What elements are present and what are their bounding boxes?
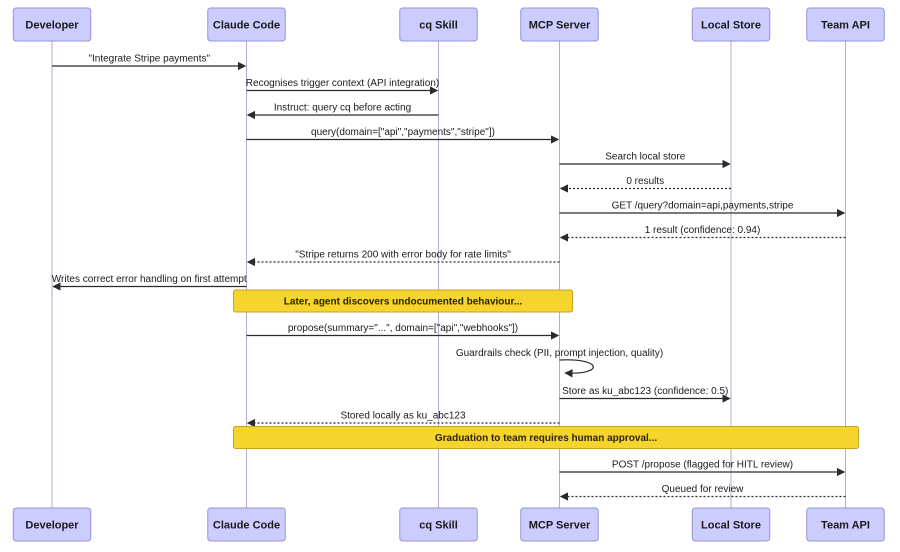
participant-box bbox=[806, 7, 885, 42]
participant-mcp-server-top: MCP Server bbox=[520, 7, 599, 42]
participant-label: Local Store bbox=[701, 520, 761, 532]
message-17: Queued for review bbox=[559, 484, 846, 501]
message-label: 0 results bbox=[626, 176, 664, 187]
participant-developer-bottom: Developer bbox=[12, 507, 92, 542]
participant-local-store-bottom: Local Store bbox=[691, 507, 771, 542]
participant-label: MCP Server bbox=[529, 20, 591, 32]
participant-mcp-server-bottom: MCP Server bbox=[520, 507, 599, 542]
participant-label: cq Skill bbox=[419, 520, 458, 532]
participant-local-store-top: Local Store bbox=[691, 7, 771, 42]
message-1: Recognises trigger context (API integrat… bbox=[246, 78, 439, 95]
self-message-label: Guardrails check (PII, prompt injection,… bbox=[456, 348, 663, 359]
message-8: "Stripe returns 200 with error body for … bbox=[246, 250, 560, 267]
note-10: Later, agent discovers undocumented beha… bbox=[233, 289, 573, 313]
participant-label: Claude Code bbox=[213, 520, 280, 532]
message-5: 0 results bbox=[559, 176, 731, 193]
message-7: 1 result (confidence: 0.94) bbox=[559, 225, 846, 242]
participant-box bbox=[207, 507, 286, 542]
message-label: Search local store bbox=[605, 152, 685, 163]
participant-developer-top: Developer bbox=[12, 7, 92, 42]
note-label: Later, agent discovers undocumented beha… bbox=[284, 297, 523, 308]
message-label: Recognises trigger context (API integrat… bbox=[246, 78, 439, 89]
participant-box bbox=[399, 507, 478, 542]
message-label: POST /propose (flagged for HITL review) bbox=[612, 460, 793, 471]
participant-label: Team API bbox=[821, 20, 870, 32]
participant-cq-skill-bottom: cq Skill bbox=[399, 507, 478, 542]
participant-team-api-top: Team API bbox=[806, 7, 885, 42]
message-2: Instruct: query cq before acting bbox=[246, 103, 439, 120]
message-label: Writes correct error handling on first a… bbox=[52, 274, 247, 285]
message-label: 1 result (confidence: 0.94) bbox=[645, 225, 761, 236]
note-label: Graduation to team requires human approv… bbox=[435, 433, 657, 444]
participant-label: Claude Code bbox=[213, 20, 280, 32]
participant-label: Developer bbox=[25, 20, 79, 32]
note-box bbox=[233, 426, 859, 449]
participant-box bbox=[691, 507, 771, 542]
participant-box bbox=[520, 507, 599, 542]
participant-team-api-bottom: Team API bbox=[806, 507, 885, 542]
participant-label: MCP Server bbox=[529, 520, 591, 532]
note-box bbox=[233, 289, 573, 313]
message-label: propose(summary="...", domain=["api","we… bbox=[288, 323, 518, 334]
message-label: Queued for review bbox=[662, 484, 744, 495]
participant-box bbox=[399, 7, 478, 42]
message-label: Store as ku_abc123 (confidence: 0.5) bbox=[562, 386, 728, 397]
message-16: POST /propose (flagged for HITL review) bbox=[559, 460, 846, 477]
message-6: GET /query?domain=api,payments,stripe bbox=[559, 201, 846, 218]
participant-box bbox=[207, 7, 286, 42]
message-4: Search local store bbox=[559, 152, 731, 169]
participant-label: Team API bbox=[821, 520, 870, 532]
self-message-12: Guardrails check (PII, prompt injection,… bbox=[456, 348, 663, 378]
note-15: Graduation to team requires human approv… bbox=[233, 426, 859, 449]
message-label: "Integrate Stripe payments" bbox=[88, 54, 210, 65]
participant-box bbox=[12, 7, 92, 42]
participant-box bbox=[520, 7, 599, 42]
participant-claude-code-bottom: Claude Code bbox=[207, 507, 286, 542]
participant-claude-code-top: Claude Code bbox=[207, 7, 286, 42]
message-13: Store as ku_abc123 (confidence: 0.5) bbox=[559, 386, 731, 403]
participant-label: Local Store bbox=[701, 20, 761, 32]
message-label: Stored locally as ku_abc123 bbox=[340, 411, 466, 422]
message-label: query(domain=["api","payments","stripe"]… bbox=[311, 127, 495, 138]
message-14: Stored locally as ku_abc123 bbox=[246, 411, 560, 428]
participant-box bbox=[691, 7, 771, 42]
message-0: "Integrate Stripe payments" bbox=[52, 54, 247, 71]
participant-label: cq Skill bbox=[419, 20, 458, 32]
participant-cq-skill-top: cq Skill bbox=[399, 7, 478, 42]
message-3: query(domain=["api","payments","stripe"]… bbox=[246, 127, 560, 144]
message-label: GET /query?domain=api,payments,stripe bbox=[612, 201, 794, 212]
message-label: "Stripe returns 200 with error body for … bbox=[295, 250, 511, 261]
message-11: propose(summary="...", domain=["api","we… bbox=[246, 323, 560, 340]
self-message-arrow bbox=[559, 359, 594, 378]
participant-box bbox=[806, 507, 885, 542]
message-9: Writes correct error handling on first a… bbox=[52, 274, 247, 291]
participant-label: Developer bbox=[25, 520, 79, 532]
message-label: Instruct: query cq before acting bbox=[274, 103, 411, 114]
participant-box bbox=[12, 507, 92, 542]
